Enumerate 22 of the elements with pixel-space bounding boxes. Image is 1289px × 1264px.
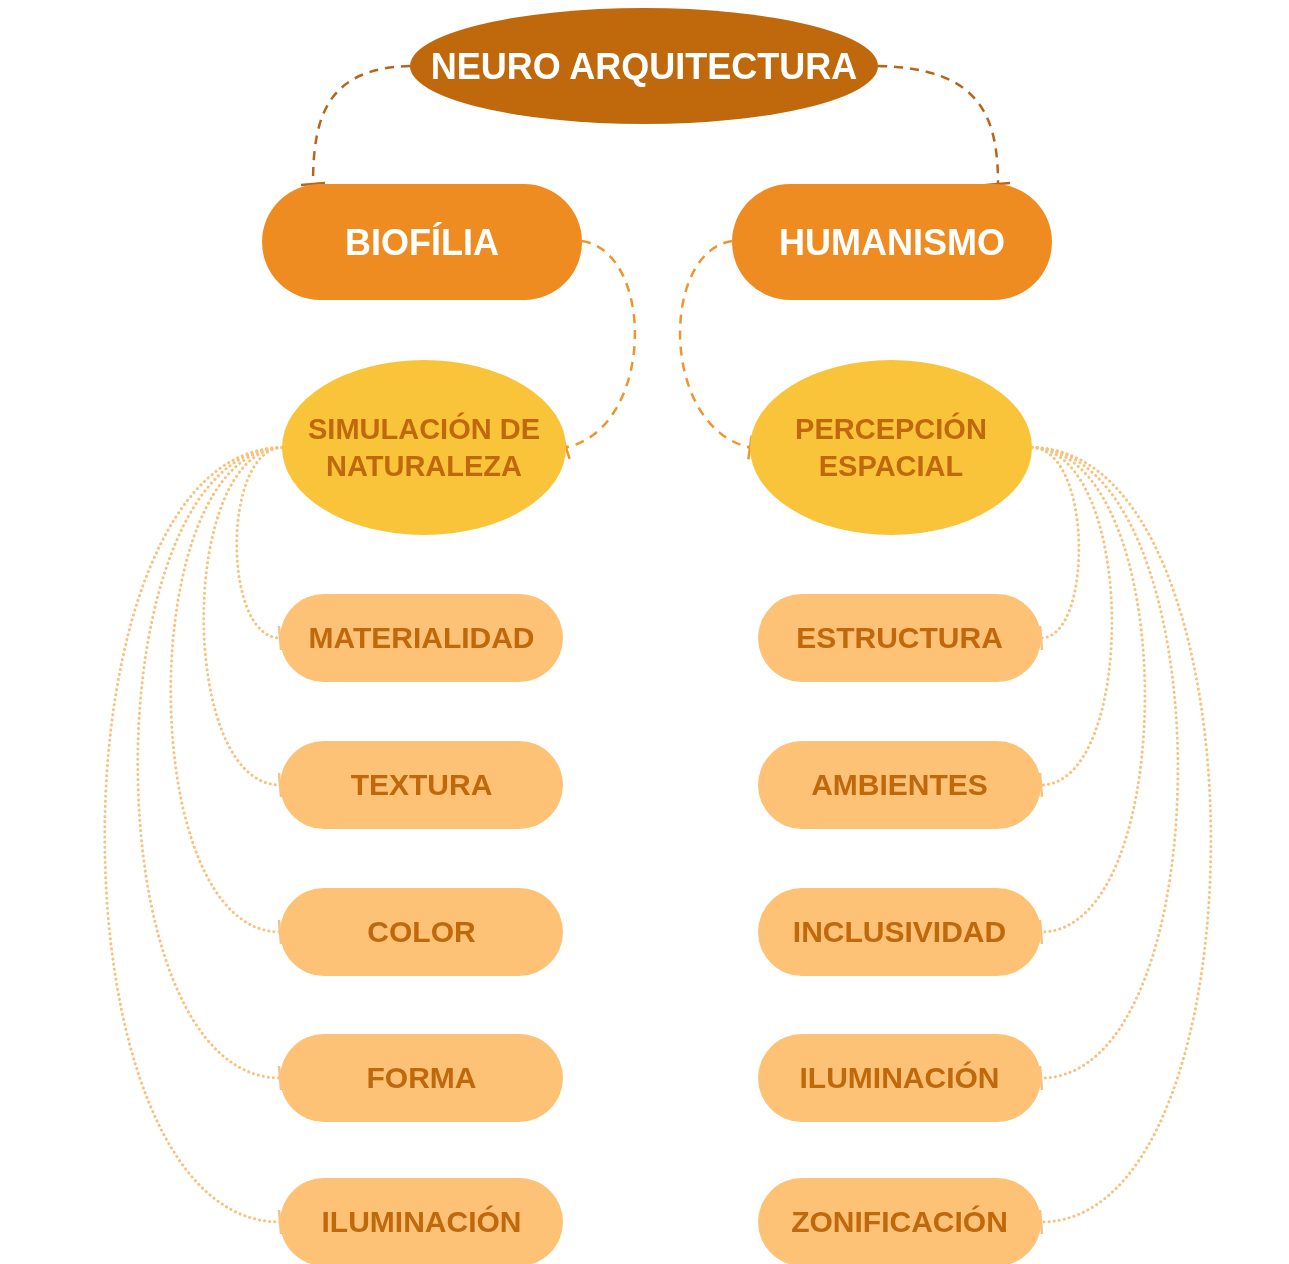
connector: [299, 64, 411, 186]
node-label: TEXTURA: [350, 767, 493, 804]
node-label: COLOR: [367, 914, 476, 951]
node-label: FORMA: [366, 1060, 477, 1097]
node-label: NEURO ARQUITECTURA: [430, 44, 858, 89]
connector: [877, 64, 1012, 187]
node-label: SIMULACIÓN DE NATURALEZA: [307, 411, 541, 484]
node-label: BIOFÍLIA: [345, 220, 499, 265]
connector: [1030, 446, 1213, 1235]
connector: [103, 446, 284, 1236]
node-label: AMBIENTES: [811, 767, 988, 804]
connector: [169, 446, 284, 946]
node-label: HUMANISMO: [779, 220, 1005, 265]
node-label: INCLUSIVIDAD: [792, 914, 1007, 951]
node-label: ESTRUCTURA: [796, 620, 1003, 657]
connector: [235, 446, 284, 652]
node-label: ZONIFICACIÓN: [791, 1204, 1008, 1241]
node-label: MATERIALIDAD: [308, 620, 535, 657]
connector: [202, 446, 284, 799]
node-label: PERCEPCIÓN ESPACIAL: [794, 411, 988, 484]
node-label: ILUMINACIÓN: [321, 1204, 522, 1241]
node-label: ILUMINACIÓN: [799, 1060, 1000, 1097]
